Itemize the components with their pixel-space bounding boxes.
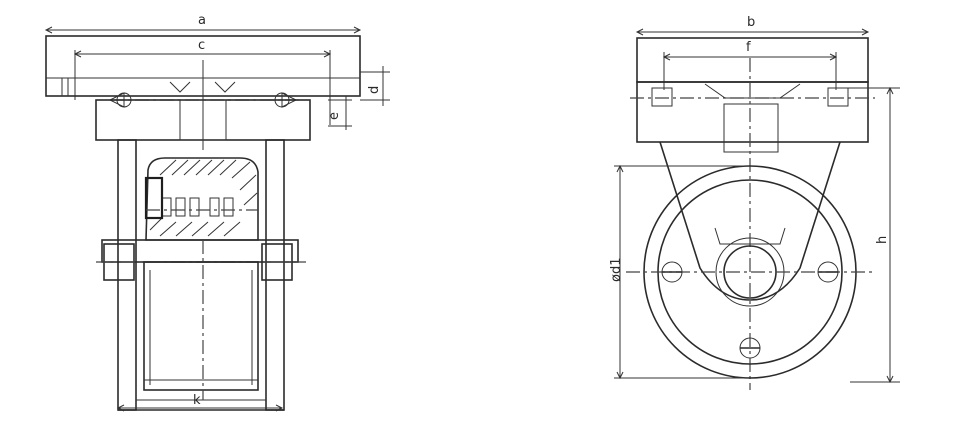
label-c: c (198, 38, 205, 53)
dimension-d: d (360, 66, 390, 106)
dimension-c: c (73, 38, 332, 125)
wheel-bolts (661, 261, 839, 359)
label-d1: ød1 (609, 258, 624, 282)
front-view: b f (609, 15, 900, 390)
label-b: b (747, 15, 755, 30)
label-k: k (193, 393, 201, 408)
fork-outline (659, 141, 841, 301)
fork (117, 139, 285, 411)
label-f: f (746, 40, 751, 55)
axle (96, 239, 306, 281)
dimension-h: h (840, 86, 900, 384)
swivel-bearing (108, 81, 300, 108)
dimension-a: a (44, 13, 362, 34)
dimension-k: k (116, 393, 284, 412)
dimension-f: f (662, 40, 838, 90)
hub-section (144, 157, 259, 241)
label-h: h (875, 236, 890, 244)
label-e: e (327, 112, 342, 120)
dimension-b: b (635, 15, 870, 36)
top-plate (636, 37, 869, 83)
dimension-e: e (327, 96, 352, 130)
side-section-view: a c d (44, 13, 390, 412)
wheel-tread (143, 240, 259, 400)
label-a: a (198, 13, 206, 28)
dimension-d1: ød1 (609, 164, 748, 380)
label-d: d (367, 86, 382, 94)
